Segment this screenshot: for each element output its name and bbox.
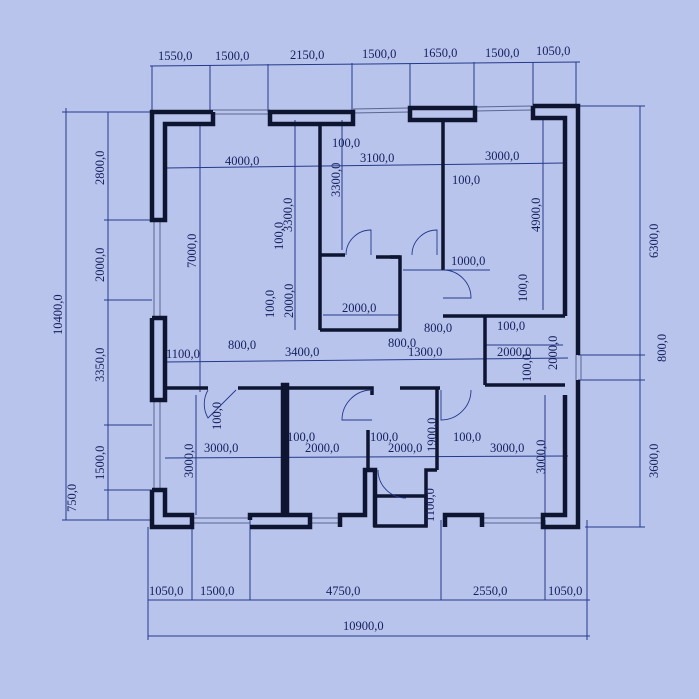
dim-label-total-width: 10900,0 <box>343 619 384 633</box>
dim-label: 3350,0 <box>93 348 107 382</box>
dim-label: 100,0 <box>452 173 480 187</box>
left-dimension-labels: 2800,0 2000,0 3350,0 1500,0 750,0 10400,… <box>51 151 107 512</box>
dim-label: 2000,0 <box>93 248 107 282</box>
dim-label: 1500,0 <box>200 584 234 598</box>
dim-label: 750,0 <box>65 484 79 512</box>
dim-label: 1500,0 <box>93 446 107 480</box>
dim-label: 2000,0 <box>342 301 376 315</box>
dim-label: 1500,0 <box>362 47 396 61</box>
dim-label: 2000,0 <box>546 336 560 370</box>
dim-label: 100,0 <box>287 430 315 444</box>
lower-room-labels: 100,0 3000,0 3000,0 100,0 2000,0 100,0 2… <box>182 402 548 522</box>
dim-label: 3000,0 <box>485 149 519 163</box>
dim-label: 800,0 <box>228 338 256 352</box>
dim-label: 2000,0 <box>282 284 296 318</box>
dim-label: 100,0 <box>520 354 534 382</box>
dim-label: 800,0 <box>655 334 669 362</box>
dim-label: 1050,0 <box>536 44 570 58</box>
dim-label: 100,0 <box>210 402 224 430</box>
dim-label: 3000,0 <box>490 441 524 455</box>
dim-label: 1900,0 <box>425 418 439 452</box>
dim-label: 4750,0 <box>326 584 360 598</box>
dim-label: 1500,0 <box>485 46 519 60</box>
dim-label: 1550,0 <box>158 49 192 63</box>
dim-label: 2000,0 <box>388 441 422 455</box>
dim-label: 1500,0 <box>215 49 249 63</box>
dim-label: 2000,0 <box>305 441 339 455</box>
door-swings <box>203 229 472 499</box>
dim-label: 2150,0 <box>290 48 324 62</box>
dim-label: 100,0 <box>516 274 530 302</box>
dim-label: 6300,0 <box>647 224 661 258</box>
dim-label: 3000,0 <box>204 441 238 455</box>
upper-room-labels: 4000,0 100,0 3100,0 3000,0 100,0 3300,0 … <box>185 136 543 318</box>
dim-label: 100,0 <box>263 290 277 318</box>
windows <box>153 105 582 524</box>
dim-label: 100,0 <box>453 430 481 444</box>
dim-label: 4000,0 <box>225 154 259 168</box>
walls <box>149 103 581 530</box>
dim-label: 3100,0 <box>360 151 394 165</box>
dim-label: 1650,0 <box>423 46 457 60</box>
dim-label: 7000,0 <box>185 234 199 268</box>
dim-label: 2550,0 <box>473 584 507 598</box>
dim-label: 4900,0 <box>529 198 543 232</box>
top-dimension-labels: 1550,0 1500,0 2150,0 1500,0 1650,0 1500,… <box>158 44 570 63</box>
dimension-lines <box>62 61 645 640</box>
dim-label: 3300,0 <box>329 163 343 197</box>
dim-label: 100,0 <box>497 319 525 333</box>
dim-label: 3000,0 <box>534 440 548 474</box>
dim-label: 800,0 <box>388 336 416 350</box>
dim-label: 100,0 <box>272 222 286 250</box>
dim-label: 1100,0 <box>166 347 200 361</box>
dim-label: 2800,0 <box>93 151 107 185</box>
dim-label: 1050,0 <box>149 584 183 598</box>
dim-label: 3300,0 <box>281 198 295 232</box>
dim-label: 100,0 <box>370 430 398 444</box>
right-dimension-labels: 6300,0 800,0 3600,0 <box>647 224 669 478</box>
dim-label: 2000,0 <box>497 345 531 359</box>
dim-label: 800,0 <box>424 321 452 335</box>
corridor-labels: 800,0 100,0 2000,0 2000,0 100,0 1100,0 8… <box>166 319 560 382</box>
dim-label: 1300,0 <box>408 345 442 359</box>
dim-label: 3600,0 <box>647 444 661 478</box>
dim-label: 100,0 <box>332 136 360 150</box>
dim-label-total-height: 10400,0 <box>51 294 65 335</box>
dim-label: 3400,0 <box>285 345 319 359</box>
bottom-dimension-labels: 1050,0 1500,0 4750,0 2550,0 1050,0 10900… <box>149 584 582 633</box>
dim-label: 1100,0 <box>423 488 437 522</box>
dim-label: 1000,0 <box>451 254 485 268</box>
dim-label: 3000,0 <box>182 444 196 478</box>
dim-label: 1050,0 <box>548 584 582 598</box>
